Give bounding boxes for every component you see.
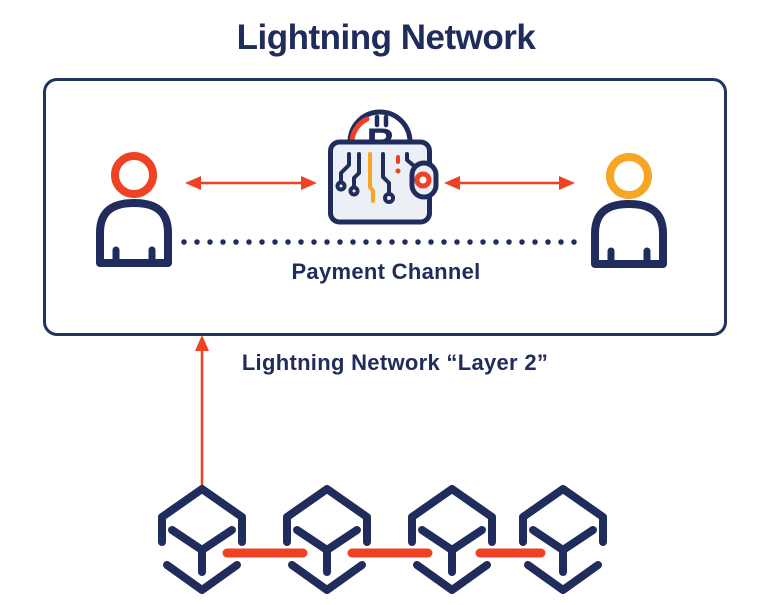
payment-channel-dotted-line <box>181 239 589 245</box>
block-cube-3 <box>412 489 492 590</box>
wallet-circuit-orange <box>368 152 375 203</box>
block-cube-2 <box>287 489 367 590</box>
block-cube-1 <box>162 489 242 590</box>
person-icon-left <box>96 152 172 267</box>
person-body-right <box>591 200 667 268</box>
double-arrow-right <box>444 176 575 190</box>
person-icon-right <box>591 153 667 268</box>
wallet-circuit-traces <box>335 152 415 204</box>
wallet-clasp-button <box>414 171 432 189</box>
double-arrow-left <box>185 176 317 190</box>
person-head-right <box>606 153 652 199</box>
layer2-label: Lightning Network “Layer 2” <box>241 350 549 375</box>
layer2-up-arrow <box>195 335 209 489</box>
person-body-detail <box>607 247 651 267</box>
block-cube-4 <box>523 489 603 590</box>
wallet-alert-marks <box>395 155 401 174</box>
blockchain-chain <box>140 468 640 603</box>
person-body-detail <box>112 246 156 266</box>
bitcoin-symbol-prongs <box>374 114 389 128</box>
person-head-left <box>111 152 157 198</box>
payment-channel-label: Payment Channel <box>291 259 481 284</box>
person-body-left <box>96 199 172 267</box>
page-title: Lightning Network <box>236 18 536 57</box>
bitcoin-wallet-icon: B <box>328 109 439 225</box>
